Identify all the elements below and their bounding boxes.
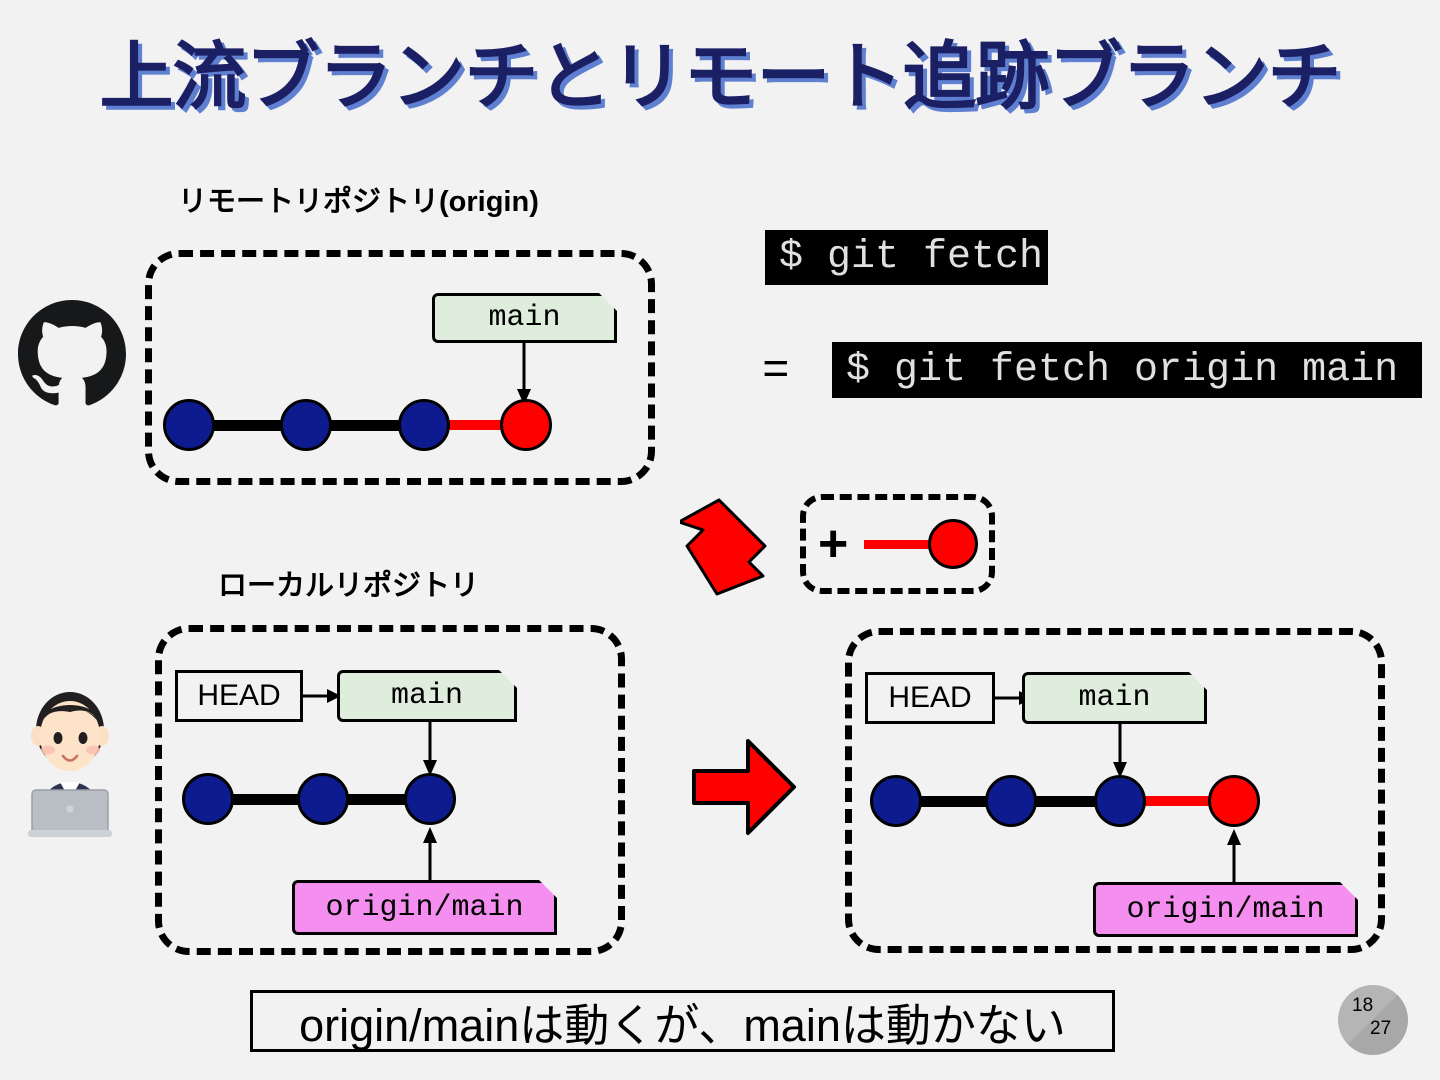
- local-after-edge-2-3: [1003, 796, 1123, 807]
- summary-caption: origin/mainは動くが、mainは動かない: [250, 990, 1115, 1052]
- remote-commit-4-new[interactable]: [500, 399, 552, 451]
- github-octocat-icon: [18, 300, 126, 408]
- local-after-commit-3[interactable]: [1094, 775, 1146, 827]
- command-git-fetch-origin-main[interactable]: $ git fetch origin main: [832, 342, 1422, 398]
- local-before-tracking-tag-origin-main[interactable]: origin/main: [292, 880, 557, 935]
- delta-new-commit: [928, 519, 978, 569]
- local-repo-before-container: [155, 625, 625, 955]
- delta-edge: [864, 540, 938, 549]
- local-after-main-to-commit-arrow: [1113, 724, 1127, 778]
- local-after-commit-1[interactable]: [870, 775, 922, 827]
- remote-commit-2[interactable]: [280, 399, 332, 451]
- local-before-commit-2[interactable]: [297, 773, 349, 825]
- delta-container: [800, 494, 995, 594]
- plus-sign: +: [818, 515, 849, 573]
- local-after-tracking-to-commit-arrow: [1227, 829, 1241, 885]
- remote-repo-label: リモートリポジトリ(origin): [178, 186, 539, 218]
- local-before-commit-3[interactable]: [404, 773, 456, 825]
- remote-branch-tag-main[interactable]: main: [432, 293, 617, 343]
- local-before-head-to-main-arrow: [303, 689, 341, 703]
- remote-commit-1[interactable]: [163, 399, 215, 451]
- red-diagonal-arrow-icon: [680, 498, 767, 596]
- local-before-branch-tag-main[interactable]: main: [337, 670, 517, 722]
- remote-edge-1-2: [185, 420, 310, 431]
- local-after-edge-3-4-new: [1120, 796, 1225, 806]
- local-after-head-box[interactable]: HEAD: [865, 672, 995, 724]
- remote-edge-2-3: [295, 420, 420, 431]
- local-before-edge-1-2: [205, 794, 325, 805]
- page-current: 18: [1352, 995, 1374, 1016]
- local-before-main-to-commit-arrow: [423, 722, 437, 776]
- remote-edge-3-4-new: [410, 420, 532, 430]
- page-total: 27: [1370, 1018, 1392, 1039]
- local-before-commit-1[interactable]: [182, 773, 234, 825]
- local-before-tracking-to-commit-arrow: [423, 827, 437, 883]
- remote-commit-3[interactable]: [398, 399, 450, 451]
- local-repo-label: ローカルリポジトリ: [218, 570, 480, 602]
- local-before-head-box[interactable]: HEAD: [175, 670, 303, 722]
- local-before-edge-2-3: [315, 794, 435, 805]
- red-right-arrow-icon: [692, 739, 796, 835]
- command-git-fetch[interactable]: $ git fetch: [765, 230, 1048, 285]
- remote-main-to-commit-arrow: [517, 343, 531, 405]
- local-after-branch-tag-main[interactable]: main: [1022, 672, 1207, 724]
- local-repo-after-container: [845, 628, 1385, 953]
- person-with-laptop-icon: [20, 678, 120, 838]
- local-after-commit-4-fetched[interactable]: [1208, 775, 1260, 827]
- local-after-tracking-tag-origin-main[interactable]: origin/main: [1093, 882, 1358, 937]
- local-after-commit-2[interactable]: [985, 775, 1037, 827]
- local-after-edge-1-2: [893, 796, 1013, 807]
- page-number-badge: 18 27: [1338, 985, 1408, 1055]
- page-title: 上流ブランチとリモート追跡ブランチ: [99, 34, 1342, 120]
- equals-sign: =: [762, 346, 790, 398]
- remote-repo-container: [145, 250, 655, 485]
